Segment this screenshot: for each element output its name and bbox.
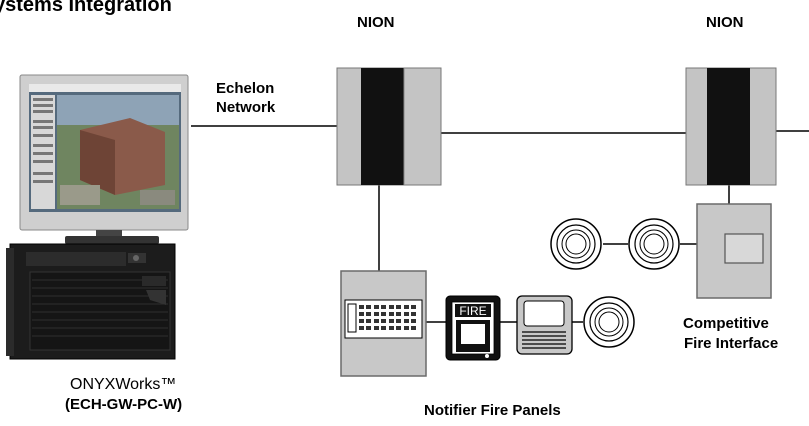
- nion-left-device: [336, 67, 442, 186]
- diagram-title: ystems Integration: [0, 0, 172, 16]
- fire-pull-station: FIRE: [445, 295, 501, 361]
- annunciator-panel: [516, 295, 573, 355]
- workstation-name-label: ONYXWorks™: [70, 376, 177, 393]
- echelon-label-line2: Network: [216, 99, 276, 116]
- notifier-panels-label: Notifier Fire Panels: [424, 402, 561, 419]
- smoke-detector-3: [583, 296, 635, 348]
- workstation-pc-case: [6, 243, 176, 360]
- echelon-label-line1: Echelon: [216, 80, 275, 97]
- competitive-label-line1: Competitive: [683, 315, 769, 332]
- notifier-main-panel: [340, 270, 427, 377]
- nion-right-label: NION: [706, 14, 744, 31]
- competitive-label-line2: Fire Interface: [684, 335, 779, 352]
- smoke-detector-1: [550, 218, 602, 270]
- nion-right-device: [685, 67, 777, 186]
- fire-pull-text: FIRE: [459, 304, 486, 318]
- nion-left-label: NION: [357, 14, 395, 31]
- smoke-detector-2: [628, 218, 680, 270]
- competitive-fire-panel: [696, 203, 772, 299]
- workstation-model-label: (ECH-GW-PC-W): [65, 396, 183, 413]
- workstation-monitor: [19, 74, 189, 244]
